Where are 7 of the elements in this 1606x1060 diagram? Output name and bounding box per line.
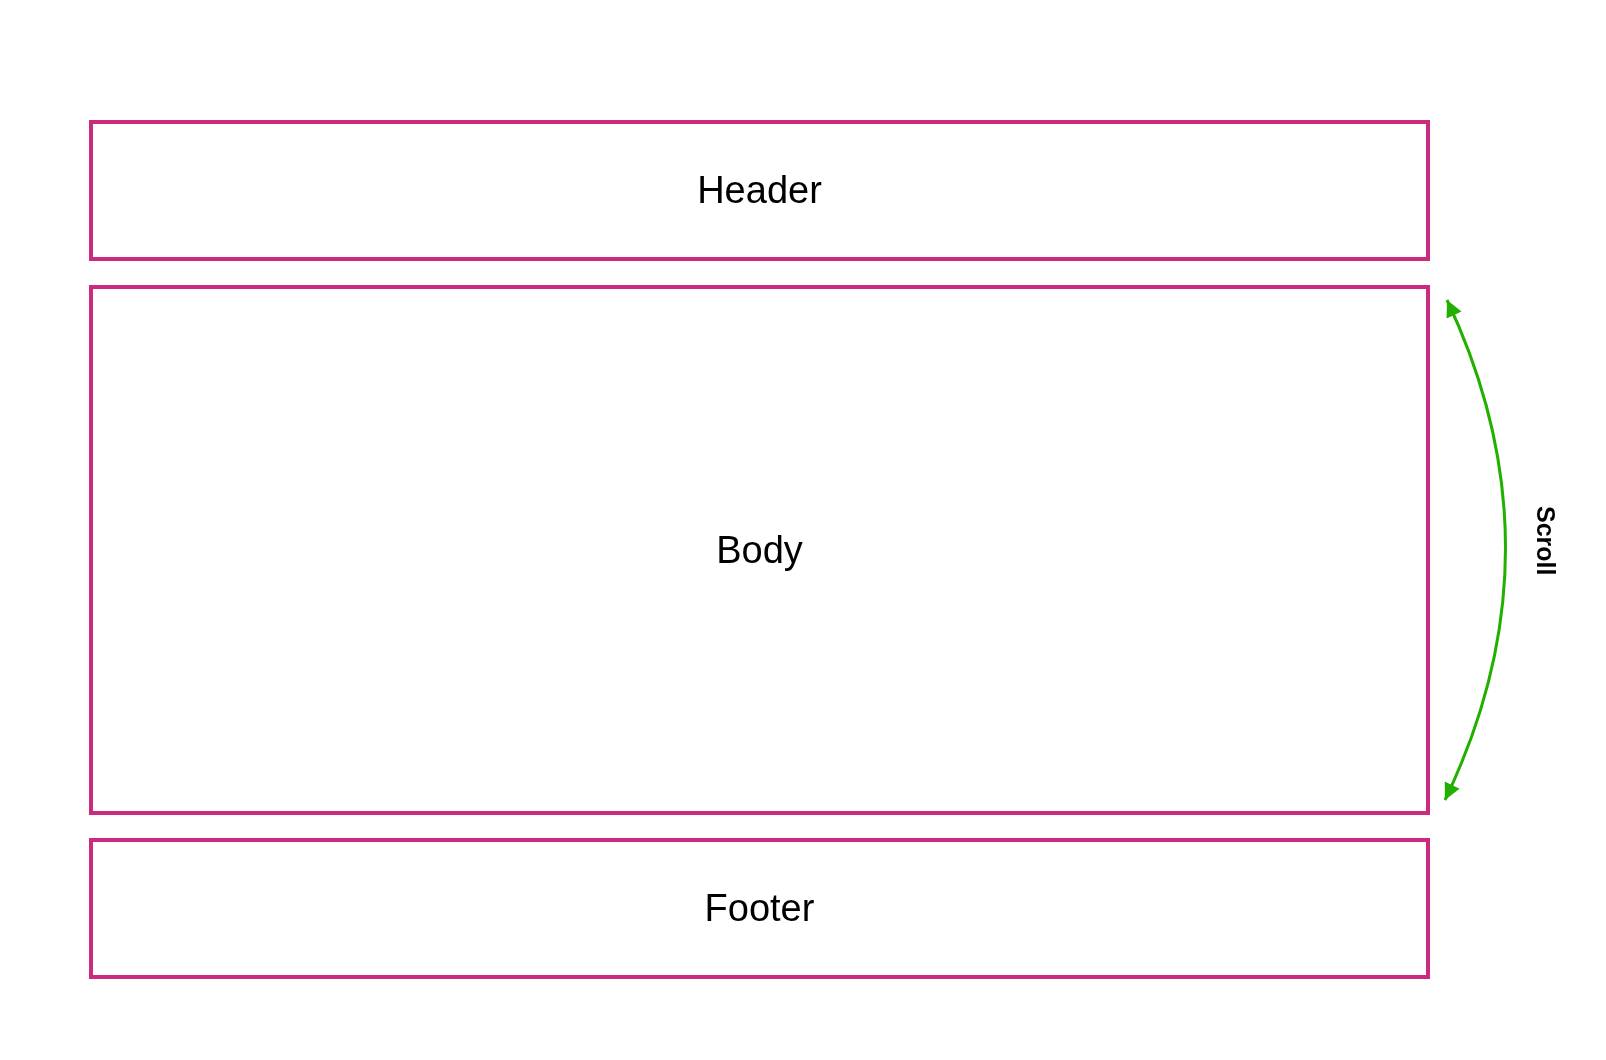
scroll-label: Scroll (1533, 506, 1558, 576)
footer-box (89, 838, 1430, 979)
box-label: Footer (704, 887, 815, 930)
box-label: Body (716, 528, 803, 572)
box-label: Header (697, 169, 822, 212)
body-box (89, 285, 1430, 815)
header-box (89, 120, 1430, 261)
